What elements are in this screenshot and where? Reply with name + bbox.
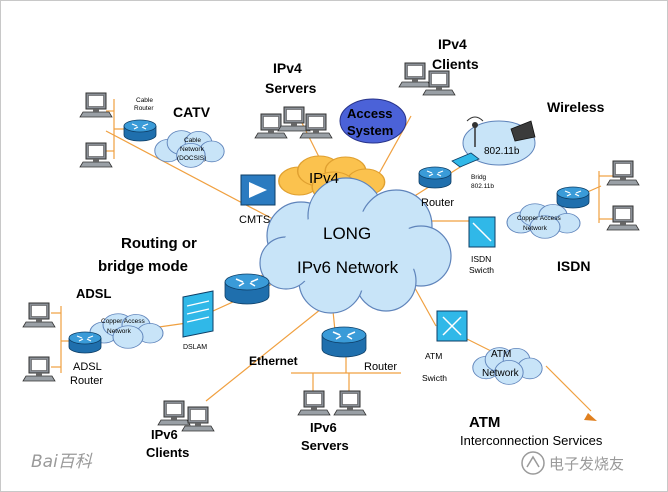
- router-label: Router: [421, 197, 454, 209]
- svg-text:Bai百科: Bai百科: [31, 452, 93, 472]
- computer-icon: [22, 302, 56, 328]
- ipv4-servers-label: IPv4: [273, 60, 302, 76]
- ipv4-clients-label: IPv4: [438, 36, 467, 52]
- cmts-label: CMTS: [239, 214, 270, 226]
- adsl-router-label: Router: [70, 375, 103, 387]
- cable-network-label: Network: [180, 146, 205, 153]
- router-label: Router: [364, 361, 397, 373]
- access-system-label: System: [347, 123, 393, 138]
- isdn-label: ISDN: [557, 258, 590, 274]
- access-system-node: [339, 98, 407, 144]
- computer-icon: [79, 142, 113, 168]
- adsl-label: ADSL: [76, 286, 111, 301]
- server-icon: [297, 390, 331, 416]
- long-network-label: IPv6 Network: [297, 258, 399, 277]
- catv-label: CATV: [173, 104, 211, 120]
- computer-icon: [22, 356, 56, 382]
- atm-switch-label: ATM: [425, 351, 442, 361]
- adsl-router-icon: [68, 331, 102, 354]
- bridge-icon: [451, 152, 480, 168]
- atm-arrow: [584, 413, 597, 421]
- isdn-section: [468, 160, 640, 248]
- wireless-section: [418, 116, 536, 189]
- computer-icon: [181, 406, 215, 432]
- catv-section: [79, 92, 157, 168]
- router-icon: [224, 273, 270, 305]
- wifi-standard-label: 802.11b: [484, 146, 520, 157]
- atm-interconnect-label: Interconnection Services: [460, 433, 603, 448]
- ipv6-clients-label: Clients: [146, 445, 189, 460]
- dslam-device-icon: [182, 290, 214, 338]
- computer-icon: [79, 92, 113, 118]
- copper-access-label: Copper Access: [101, 318, 145, 325]
- routing-mode-label: bridge mode: [98, 258, 188, 275]
- cable-router-label: Router: [134, 105, 154, 112]
- cable-network-label: (DOCSIS): [177, 155, 206, 162]
- atm-network-label: Network: [482, 368, 520, 379]
- isdn-switch-label: Swicth: [469, 265, 494, 275]
- baidu-watermark: Bai百科: [31, 452, 93, 472]
- bridge-label: Bridg: [471, 174, 487, 181]
- ethernet-router: [321, 326, 367, 358]
- router-icon: [418, 166, 452, 189]
- ipv6-servers-label: Servers: [301, 438, 349, 453]
- ipv4-servers: [254, 106, 333, 139]
- long-network-label: LONG: [323, 224, 371, 243]
- adsl-router-label: ADSL: [73, 361, 102, 373]
- long-ipv6-cloud: [259, 177, 452, 314]
- cmts-device-icon: [240, 174, 276, 206]
- ipv4-cloud-label: IPv4: [309, 170, 339, 187]
- atm-switch-icon: [436, 310, 468, 342]
- access-system-label: Access: [347, 106, 393, 121]
- atm-switch-label: Swicth: [422, 373, 447, 383]
- atm-label: ATM: [469, 414, 500, 431]
- copper-access-label: Network: [107, 328, 132, 335]
- copper-access-label: Network: [523, 225, 548, 232]
- wireless-label: Wireless: [547, 99, 605, 115]
- router-icon: [321, 326, 367, 358]
- router-icon: [556, 186, 590, 209]
- ipv6-clients-label: IPv6: [151, 427, 178, 442]
- atm-network-label: ATM: [491, 349, 511, 360]
- server-icon: [277, 106, 311, 132]
- cable-network-label: Cable: [184, 137, 201, 144]
- ipv4-servers-label: Servers: [265, 80, 317, 96]
- cable-router-icon: [123, 119, 157, 142]
- computer-icon: [606, 205, 640, 231]
- ipv6-servers: [297, 390, 367, 416]
- copper-access-label: Copper Access: [517, 215, 561, 222]
- routing-mode-label: Routing or: [121, 235, 197, 252]
- server-icon: [333, 390, 367, 416]
- cable-router-label: Cable: [136, 97, 153, 104]
- ipv4-clients-label: Clients: [432, 56, 479, 72]
- laptop-icon: [510, 120, 536, 142]
- bridge-label: 802.11b: [471, 183, 494, 190]
- ethernet-label: Ethernet: [249, 354, 298, 368]
- dslam-label: DSLAM: [183, 344, 207, 351]
- isdn-switch-label: ISDN: [471, 254, 491, 264]
- computer-icon: [606, 160, 640, 186]
- routing-bridge-router: [224, 273, 270, 305]
- adsl-section: [22, 302, 102, 382]
- computer-icon: [398, 62, 432, 88]
- svg-text:电子发烧友: 电子发烧友: [549, 455, 624, 473]
- computer-icon: [157, 400, 191, 426]
- ethernet-bus: [291, 357, 401, 393]
- elecfans-watermark: 电子发烧友: [521, 451, 624, 475]
- ipv6-servers-label: IPv6: [310, 420, 337, 435]
